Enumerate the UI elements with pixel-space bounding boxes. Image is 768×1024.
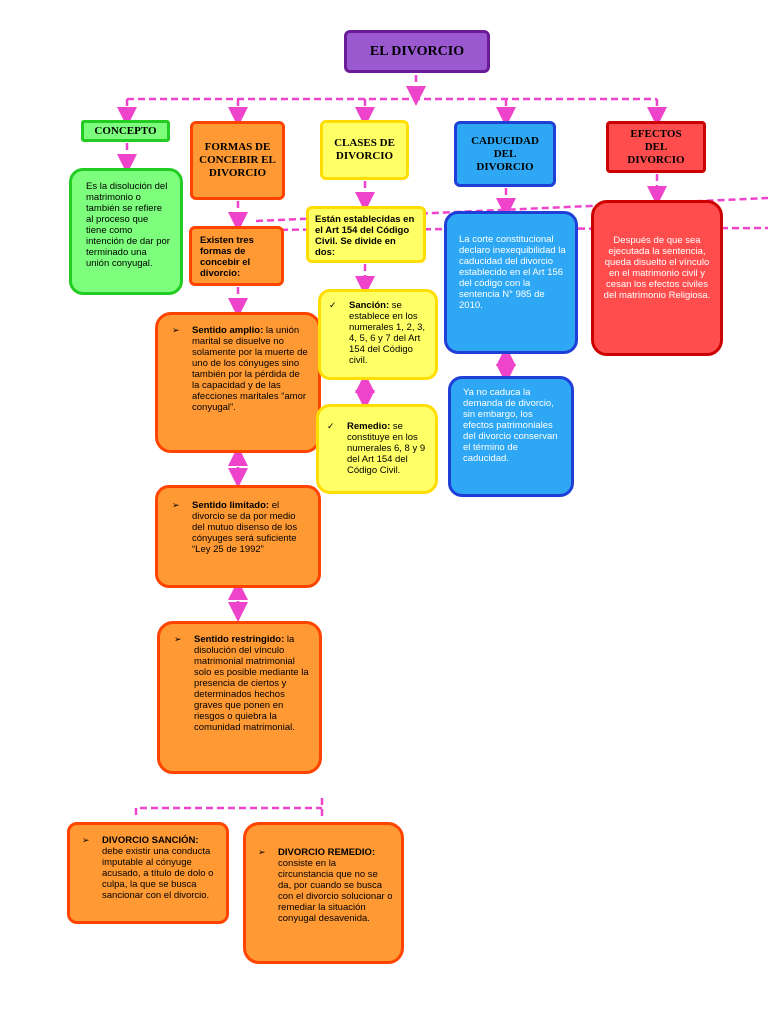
efectos-text: Después de que sea ejecutada la sentenci… — [603, 235, 711, 301]
cross-line-upper — [255, 196, 768, 223]
caducidad-text-1: La corte constitucional declaro inexequi… — [459, 234, 566, 311]
arrow-bullet-icon: ➢ — [174, 634, 182, 644]
sentido-limitado-label: Sentido limitado: — [192, 500, 270, 511]
efectos-header: EFECTOS DEL DIVORCIO — [606, 121, 706, 173]
concepto-header-text: CONCEPTO — [94, 124, 157, 137]
formas-intro-box: Existen tres formas de concebir el divor… — [189, 226, 284, 286]
clases-intro-text: Están establecidas en el Art 154 del Cód… — [315, 214, 415, 258]
arrow-bullet-icon: ➢ — [258, 847, 266, 857]
arrow-bullet-icon: ➢ — [172, 325, 180, 335]
sentido-restringido-label: Sentido restringido: — [194, 634, 285, 645]
sentido-amplio-box: ➢ Sentido amplio: la unión marital se di… — [155, 312, 321, 453]
cross-line-lower — [203, 226, 768, 232]
caducidad-header-text: CADUCIDAD DEL DIVORCIO — [471, 134, 539, 173]
formas-header-text: FORMAS DE CONCEBIR EL DIVORCIO — [199, 141, 276, 179]
efectos-box: Después de que sea ejecutada la sentenci… — [591, 200, 723, 356]
concepto-box: Es la disolución del matrimonio o tambié… — [69, 168, 183, 295]
formas-header: FORMAS DE CONCEBIR EL DIVORCIO — [190, 121, 285, 200]
sancion-label: Sanción: — [349, 300, 390, 311]
divorcio-remedio-text: consiste en la circunstancia que no se d… — [278, 858, 393, 924]
concepto-header: CONCEPTO — [81, 120, 170, 142]
divorcio-sancion-label: DIVORCIO SANCIÓN: — [102, 835, 199, 846]
clases-header-text: CLASES DE DIVORCIO — [334, 137, 395, 162]
sentido-limitado-box: ➢ Sentido limitado: el divorcio se da po… — [155, 485, 321, 588]
divorcio-remedio-label: DIVORCIO REMEDIO: — [278, 847, 376, 858]
caducidad-box-2: Ya no caduca la demanda de divorcio, sin… — [448, 376, 574, 497]
divorcio-remedio-box: ➢ DIVORCIO REMEDIO: consiste en la circu… — [243, 822, 404, 964]
caducidad-header: CADUCIDAD DEL DIVORCIO — [454, 121, 556, 187]
caducidad-box-1: La corte constitucional declaro inexequi… — [444, 211, 578, 354]
clases-header: CLASES DE DIVORCIO — [320, 120, 409, 180]
caducidad-text-2: Ya no caduca la demanda de divorcio, sin… — [463, 387, 558, 464]
efectos-header-text: EFECTOS DEL DIVORCIO — [627, 127, 685, 166]
divorcio-sancion-box: ➢ DIVORCIO SANCIÓN: debe existir una con… — [67, 822, 229, 924]
sentido-restringido-text: la disolución del vínculo matrimonial ma… — [194, 634, 309, 733]
arrow-bullet-icon: ➢ — [82, 835, 90, 845]
sentido-restringido-box: ➢ Sentido restringido: la disolución del… — [157, 621, 322, 774]
sentido-limitado-text: el divorcio se da por medio del mutuo di… — [192, 500, 298, 555]
sancion-box: ✓ Sanción: se establece en los numerales… — [318, 289, 438, 380]
title-box: EL DIVORCIO — [344, 30, 490, 73]
formas-intro-text: Existen tres formas de concebir el divor… — [200, 235, 254, 279]
title-text: EL DIVORCIO — [369, 44, 465, 59]
remedio-label: Remedio: — [347, 421, 391, 432]
remedio-box: ✓ Remedio: se constituye en los numerale… — [316, 404, 438, 494]
sancion-text: se establece en los numerales 1, 2, 3, 4… — [349, 300, 426, 366]
sentido-amplio-text: la unión marital se disuelve no solament… — [192, 325, 308, 413]
divorcio-sancion-text: debe existir una conducta imputable al c… — [102, 846, 214, 901]
sentido-amplio-label: Sentido amplio: — [192, 325, 264, 336]
arrow-bullet-icon: ➢ — [172, 500, 180, 510]
check-icon: ✓ — [327, 421, 335, 431]
check-icon: ✓ — [329, 300, 337, 310]
clases-intro-box: Están establecidas en el Art 154 del Cód… — [306, 206, 426, 263]
concepto-text: Es la disolución del matrimonio o tambié… — [86, 181, 170, 269]
remedio-text: se constituye en los numerales 6, 8 y 9 … — [347, 421, 426, 476]
